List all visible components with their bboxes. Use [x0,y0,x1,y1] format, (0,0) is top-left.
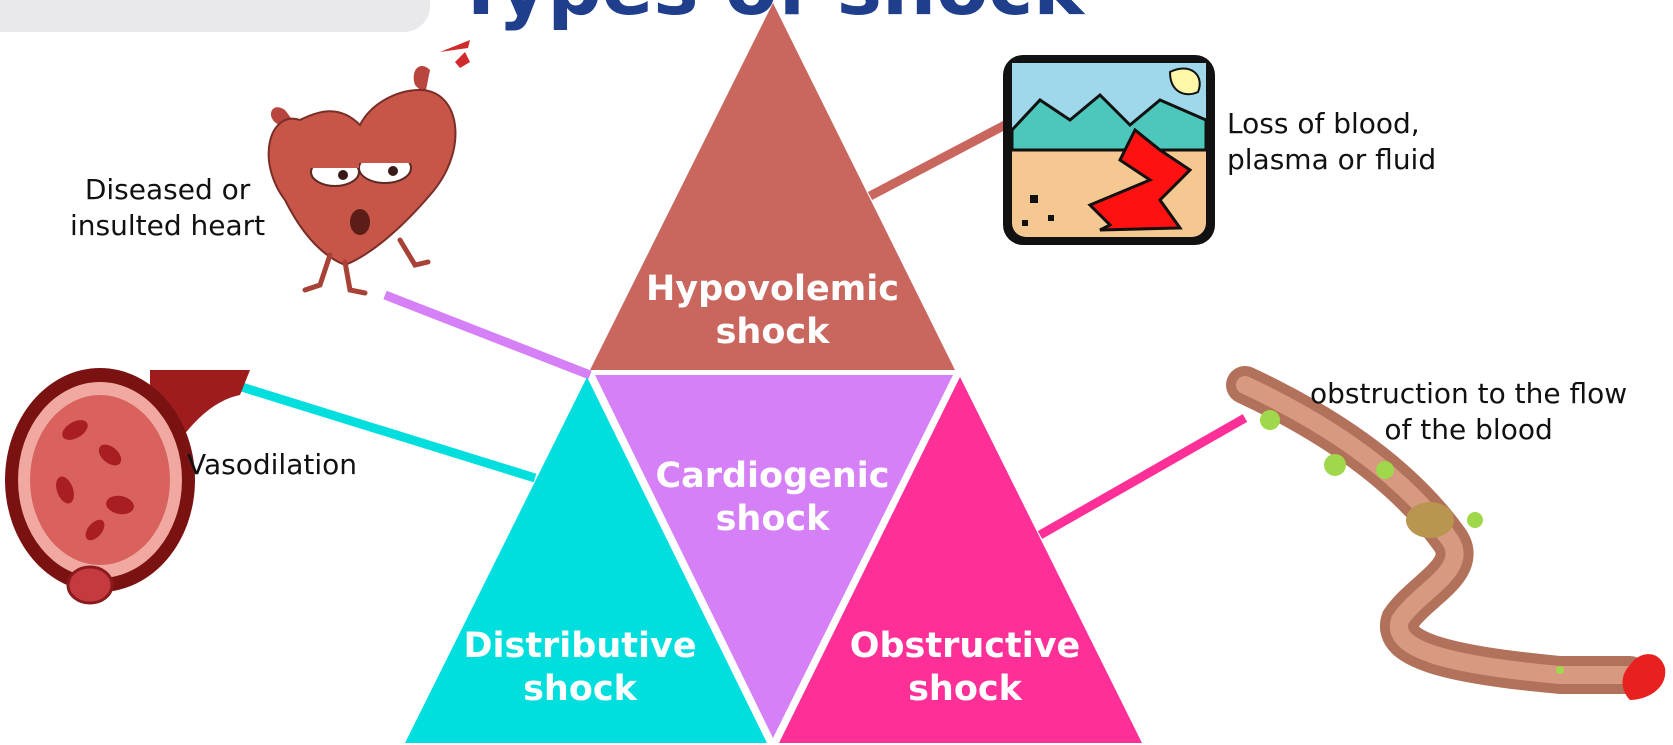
cardiogenic-cause-label: Diseased or insulted heart [70,172,265,244]
connector-obstructive [1040,418,1245,535]
bleeding-landscape-clipart [1003,55,1215,245]
connector-cardiogenic [385,295,590,375]
connector-hypovolemic [870,125,1005,196]
blood-vessel-cross-section [5,368,250,603]
distributive-shock-label: Distributive shock [445,625,715,711]
obstructive-shock-label: Obstructive shock [830,625,1100,711]
distributive-cause-label: Vasodilation [187,447,357,483]
sick-cartoon-heart [269,40,470,293]
cardiogenic-shock-label: Cardiogenic shock [625,455,920,541]
hypovolemic-cause-label: Loss of blood, plasma or fluid [1227,106,1436,178]
obstructive-cause-label: obstruction to the flow of the blood [1310,376,1627,448]
hypovolemic-shock-label: Hypovolemic shock [625,268,920,354]
